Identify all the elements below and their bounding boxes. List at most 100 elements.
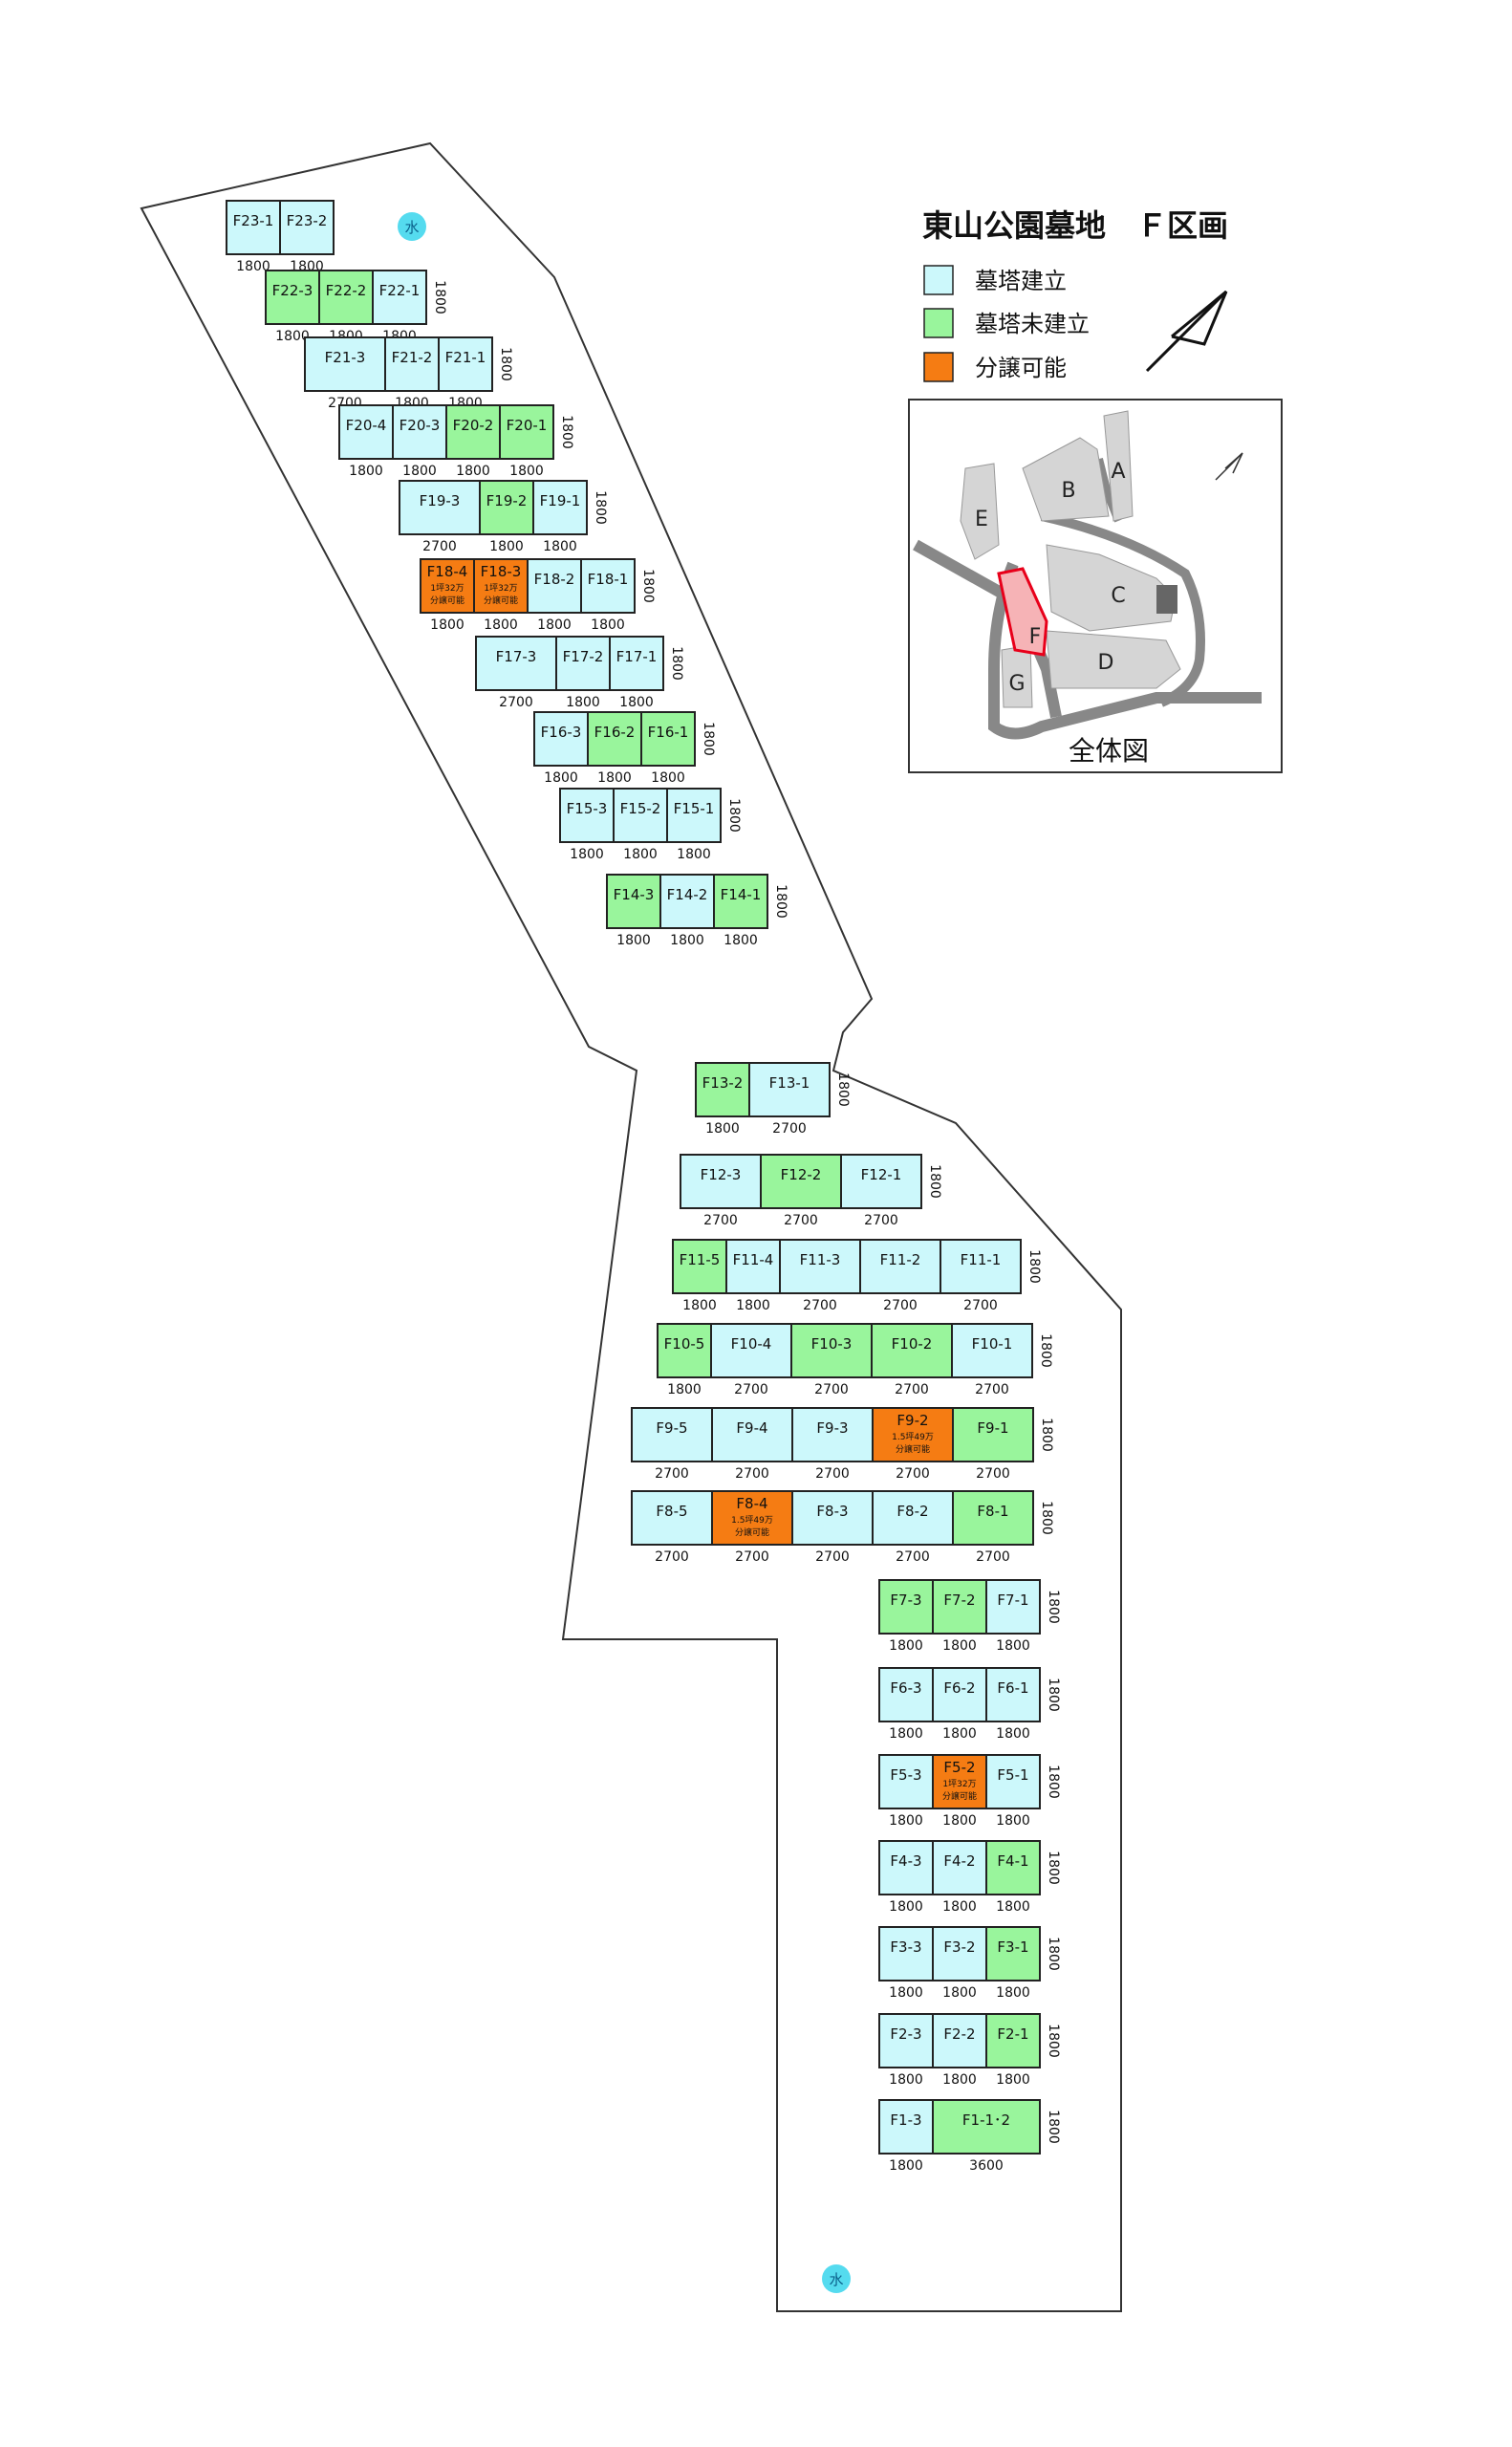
- plot-cell[interactable]: [878, 1926, 934, 1981]
- plot-cell[interactable]: [932, 1667, 987, 1722]
- plot-cell[interactable]: [438, 336, 493, 392]
- plot-cell[interactable]: [265, 270, 320, 325]
- plot-cell[interactable]: [713, 874, 768, 929]
- plot-cell[interactable]: [878, 1579, 934, 1635]
- plot-cell[interactable]: [532, 480, 588, 535]
- plot-cell[interactable]: [420, 558, 475, 614]
- plot-cell[interactable]: [791, 1407, 874, 1462]
- plot-cell[interactable]: [791, 1490, 874, 1546]
- plot-cell[interactable]: [657, 1323, 712, 1378]
- plot-cell[interactable]: [859, 1239, 941, 1294]
- plot-cell[interactable]: [587, 711, 642, 767]
- plot-cell[interactable]: [878, 1840, 934, 1895]
- plot-cell[interactable]: [748, 1062, 831, 1117]
- plot-cell[interactable]: [951, 1323, 1033, 1378]
- plot-cell[interactable]: [871, 1323, 953, 1378]
- plot-cell[interactable]: [985, 1754, 1041, 1809]
- plot-cell[interactable]: [666, 788, 722, 843]
- plot-cell[interactable]: [790, 1323, 873, 1378]
- plot-cell[interactable]: [940, 1239, 1022, 1294]
- plot-cell[interactable]: [680, 1154, 762, 1209]
- plot-cell[interactable]: [710, 1323, 792, 1378]
- plot-cell[interactable]: [952, 1407, 1034, 1462]
- plot-cell[interactable]: [985, 1579, 1041, 1635]
- plot-cell[interactable]: [840, 1154, 922, 1209]
- plot-cell[interactable]: [878, 2013, 934, 2068]
- plot-cell[interactable]: [475, 636, 557, 691]
- plot-cell[interactable]: [304, 336, 386, 392]
- plot-cell[interactable]: [932, 2013, 987, 2068]
- plot-cell[interactable]: [499, 404, 554, 460]
- plot-cell[interactable]: [279, 200, 335, 255]
- plot-cell[interactable]: [659, 874, 715, 929]
- plot-cell[interactable]: [640, 711, 696, 767]
- plot-cell[interactable]: [580, 558, 636, 614]
- plot-cell[interactable]: [872, 1490, 954, 1546]
- plot-cell[interactable]: [985, 1926, 1041, 1981]
- plot-cell[interactable]: [533, 711, 589, 767]
- plot-cell[interactable]: [445, 404, 501, 460]
- plot-cell[interactable]: [985, 1840, 1041, 1895]
- plot-cell[interactable]: [985, 1667, 1041, 1722]
- plot-cell[interactable]: [985, 2013, 1041, 2068]
- plot-cell[interactable]: [559, 788, 615, 843]
- plot-cell[interactable]: [392, 404, 447, 460]
- plot-cell[interactable]: [932, 1840, 987, 1895]
